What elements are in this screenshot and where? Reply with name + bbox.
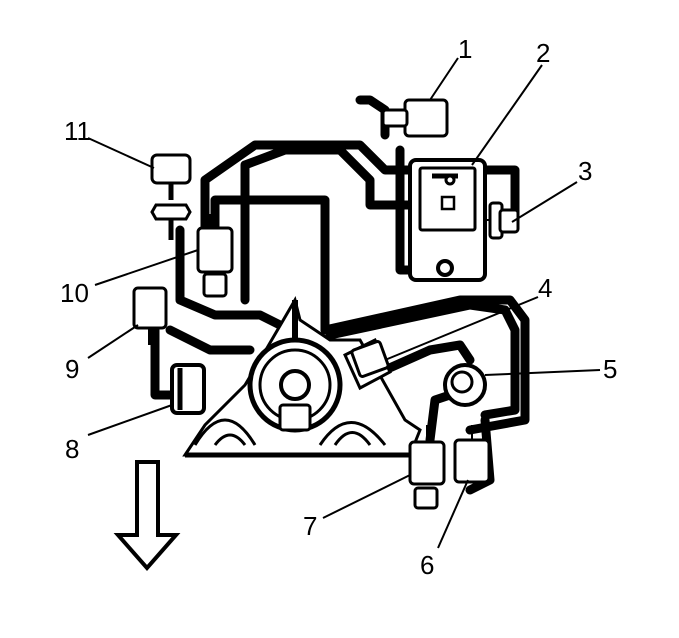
leader-line-4 — [384, 296, 539, 361]
callout-5: 5 — [603, 354, 617, 384]
callout-8: 8 — [65, 434, 79, 464]
control-module — [408, 158, 487, 282]
leader-line-1 — [429, 57, 459, 101]
leader-line-3 — [511, 181, 578, 223]
engine-block — [182, 296, 422, 458]
valve-part-10 — [196, 214, 234, 298]
sensor-part-11 — [150, 153, 192, 240]
component-part-4 — [343, 337, 392, 391]
callout-1: 1 — [458, 34, 472, 64]
solenoid-part-7 — [408, 425, 446, 510]
canister-part-8 — [170, 363, 206, 415]
callout-10: 10 — [60, 278, 89, 308]
solenoid-part-1 — [355, 95, 449, 138]
canister-part-6 — [453, 425, 491, 484]
callout-3: 3 — [578, 156, 592, 186]
leader-line-8 — [87, 404, 173, 436]
callout-9: 9 — [65, 354, 79, 384]
leader-line-5 — [484, 369, 601, 376]
arrow-down-icon — [113, 460, 181, 572]
callout-11: 11 — [64, 116, 91, 146]
callout-6: 6 — [420, 550, 434, 580]
valve-part-5 — [443, 363, 487, 407]
leader-line-7 — [322, 474, 411, 519]
sensor-part-9 — [132, 286, 168, 345]
leader-line-6 — [437, 479, 469, 549]
leader-line-10 — [94, 249, 199, 286]
leader-lines — [87, 57, 601, 549]
callout-4: 4 — [538, 273, 552, 303]
callout-labels: 1 2 3 4 5 6 7 8 9 10 11 — [60, 34, 617, 580]
sensor-part-3 — [486, 201, 520, 240]
callout-7: 7 — [303, 511, 317, 541]
leader-line-2 — [471, 64, 543, 166]
callout-2: 2 — [536, 38, 550, 68]
leader-line-11 — [87, 137, 155, 169]
leader-line-9 — [87, 324, 139, 359]
